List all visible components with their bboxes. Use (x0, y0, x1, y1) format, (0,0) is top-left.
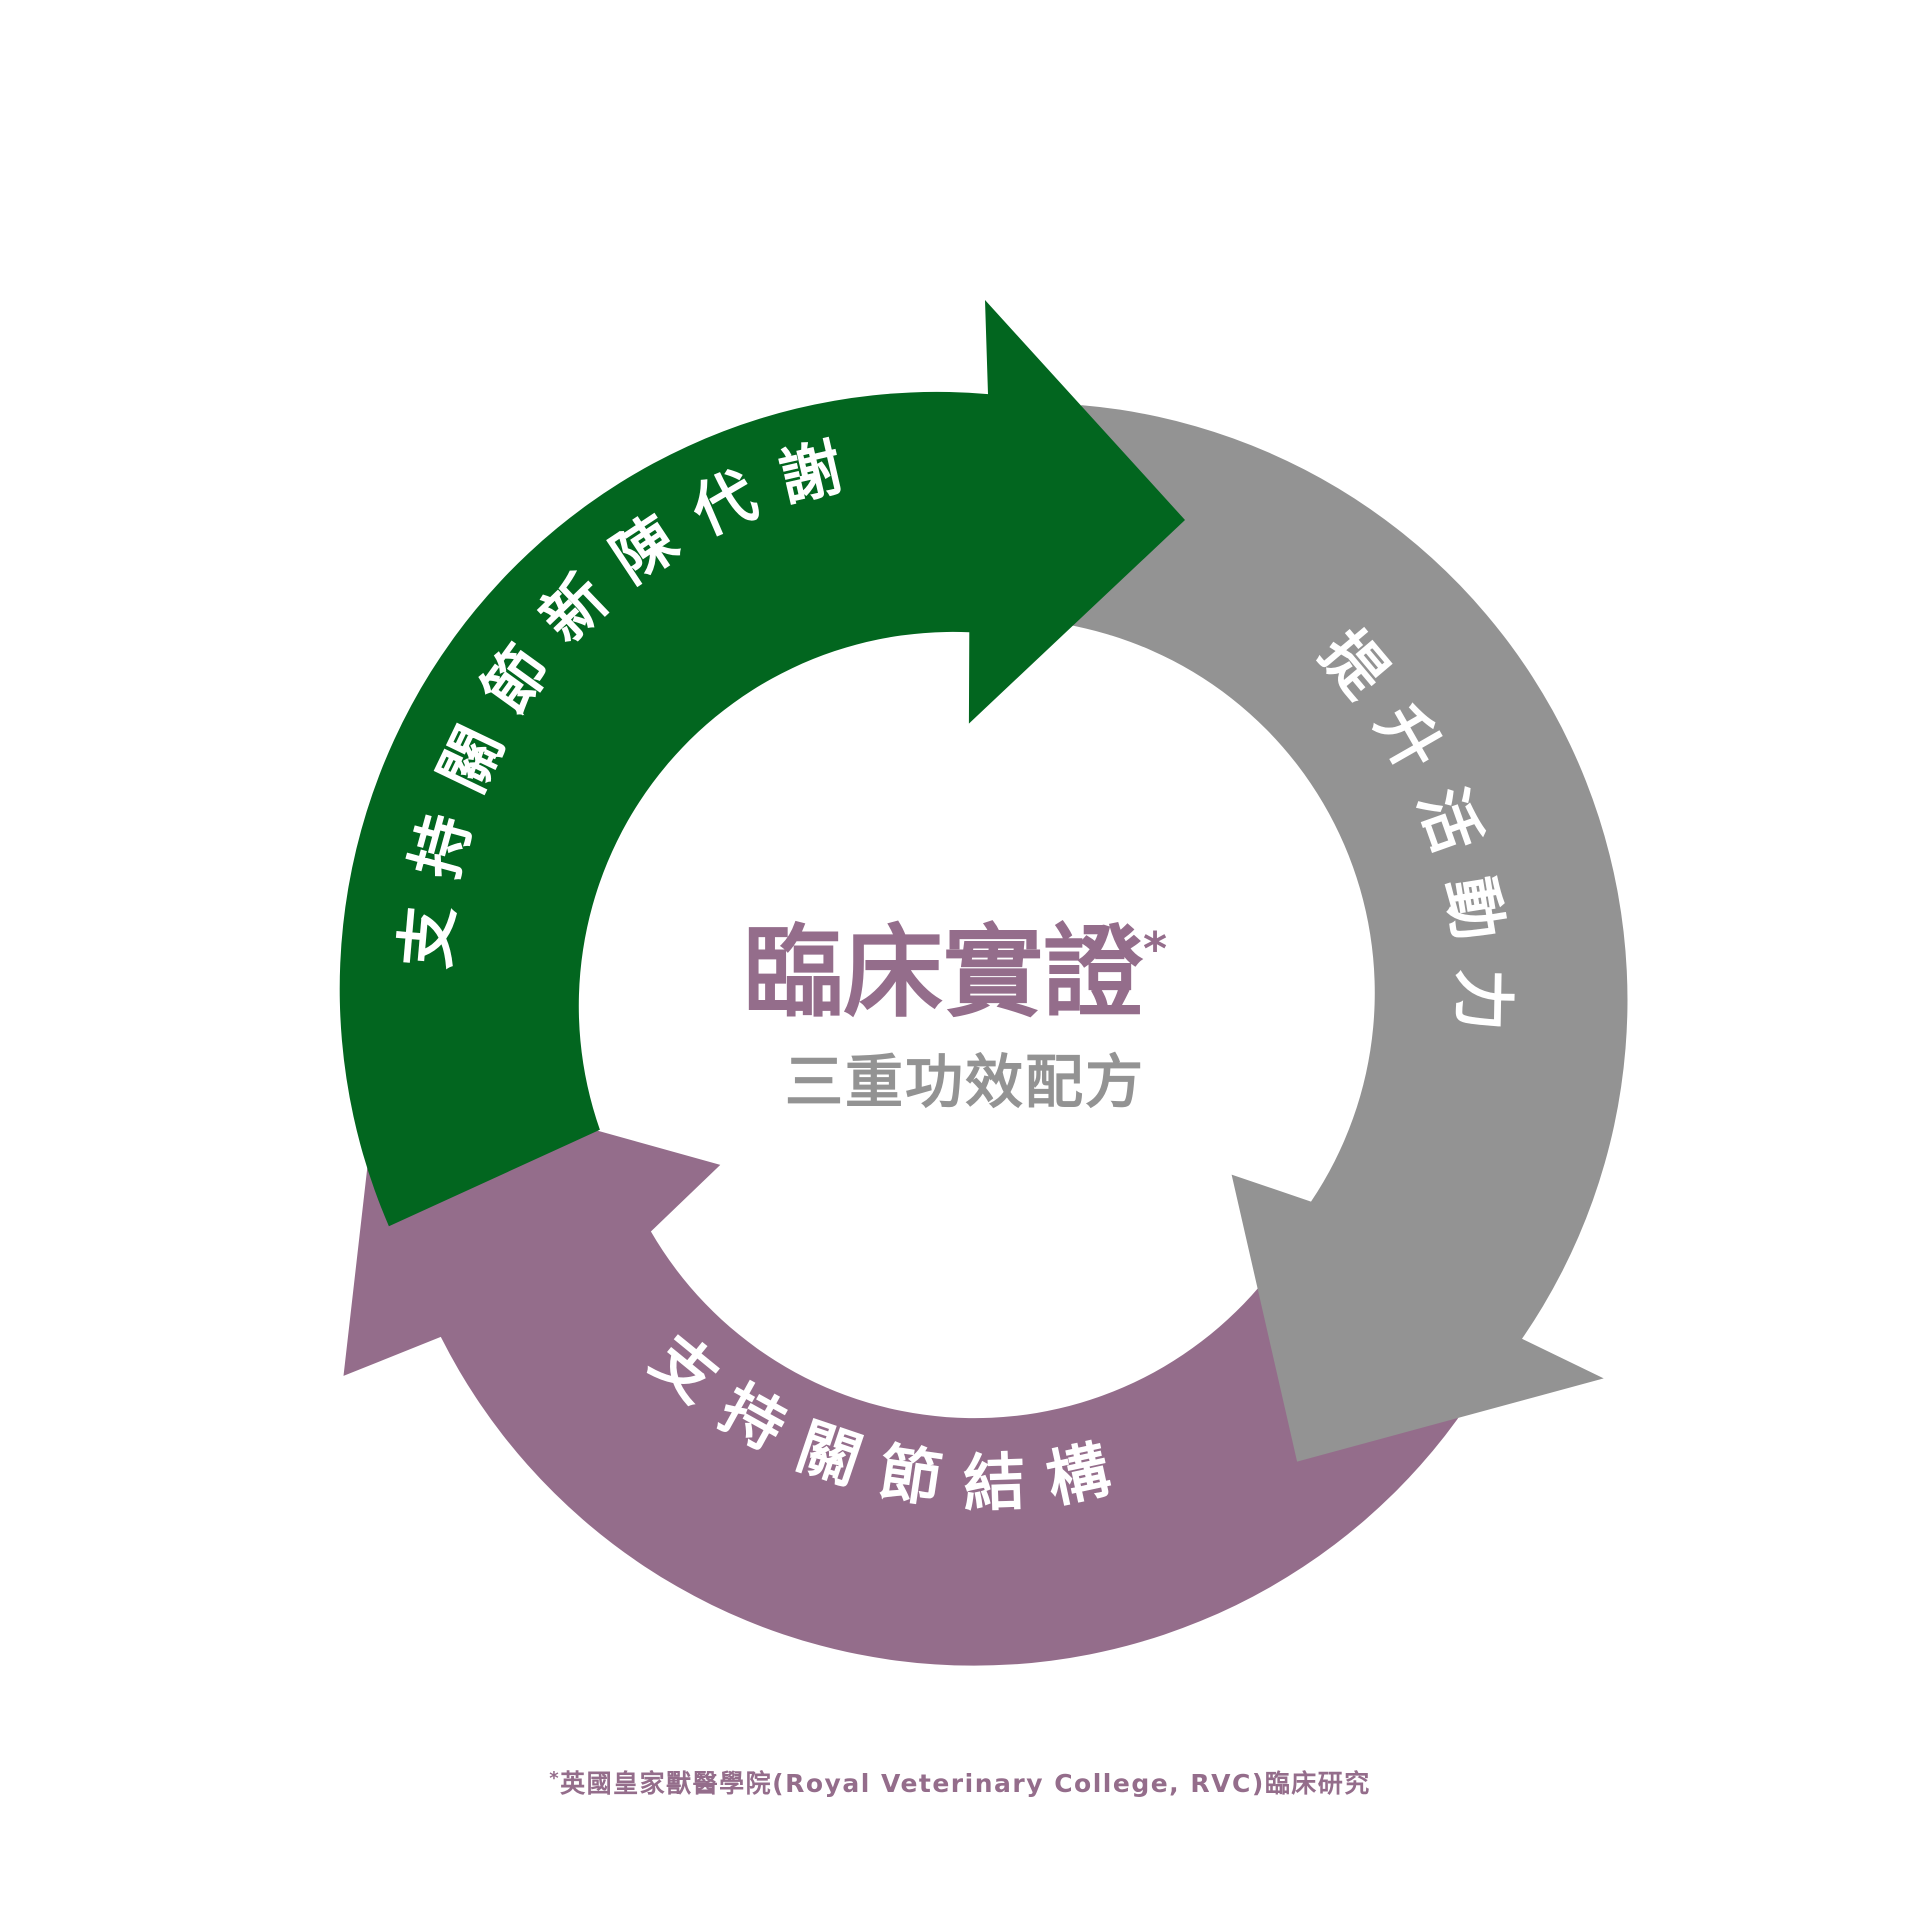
center-title-text: 臨床實證 (743, 914, 1144, 1031)
footnote-mark: * (549, 1768, 560, 1789)
center-subtitle: 三重功效配方 (785, 1048, 1145, 1116)
green-arrow (339, 300, 1185, 1227)
purple-arrow (343, 1069, 1468, 1666)
center-title: 臨床實證* (743, 914, 1167, 1031)
footnote-text: 英國皇家獸醫學院(Royal Veterinary College, RVC)臨… (560, 1769, 1371, 1798)
footnote: *英國皇家獸醫學院(Royal Veterinary College, RVC)… (549, 1768, 1371, 1798)
gray-arrow (1062, 405, 1628, 1462)
center-title-mark: * (1143, 922, 1167, 976)
